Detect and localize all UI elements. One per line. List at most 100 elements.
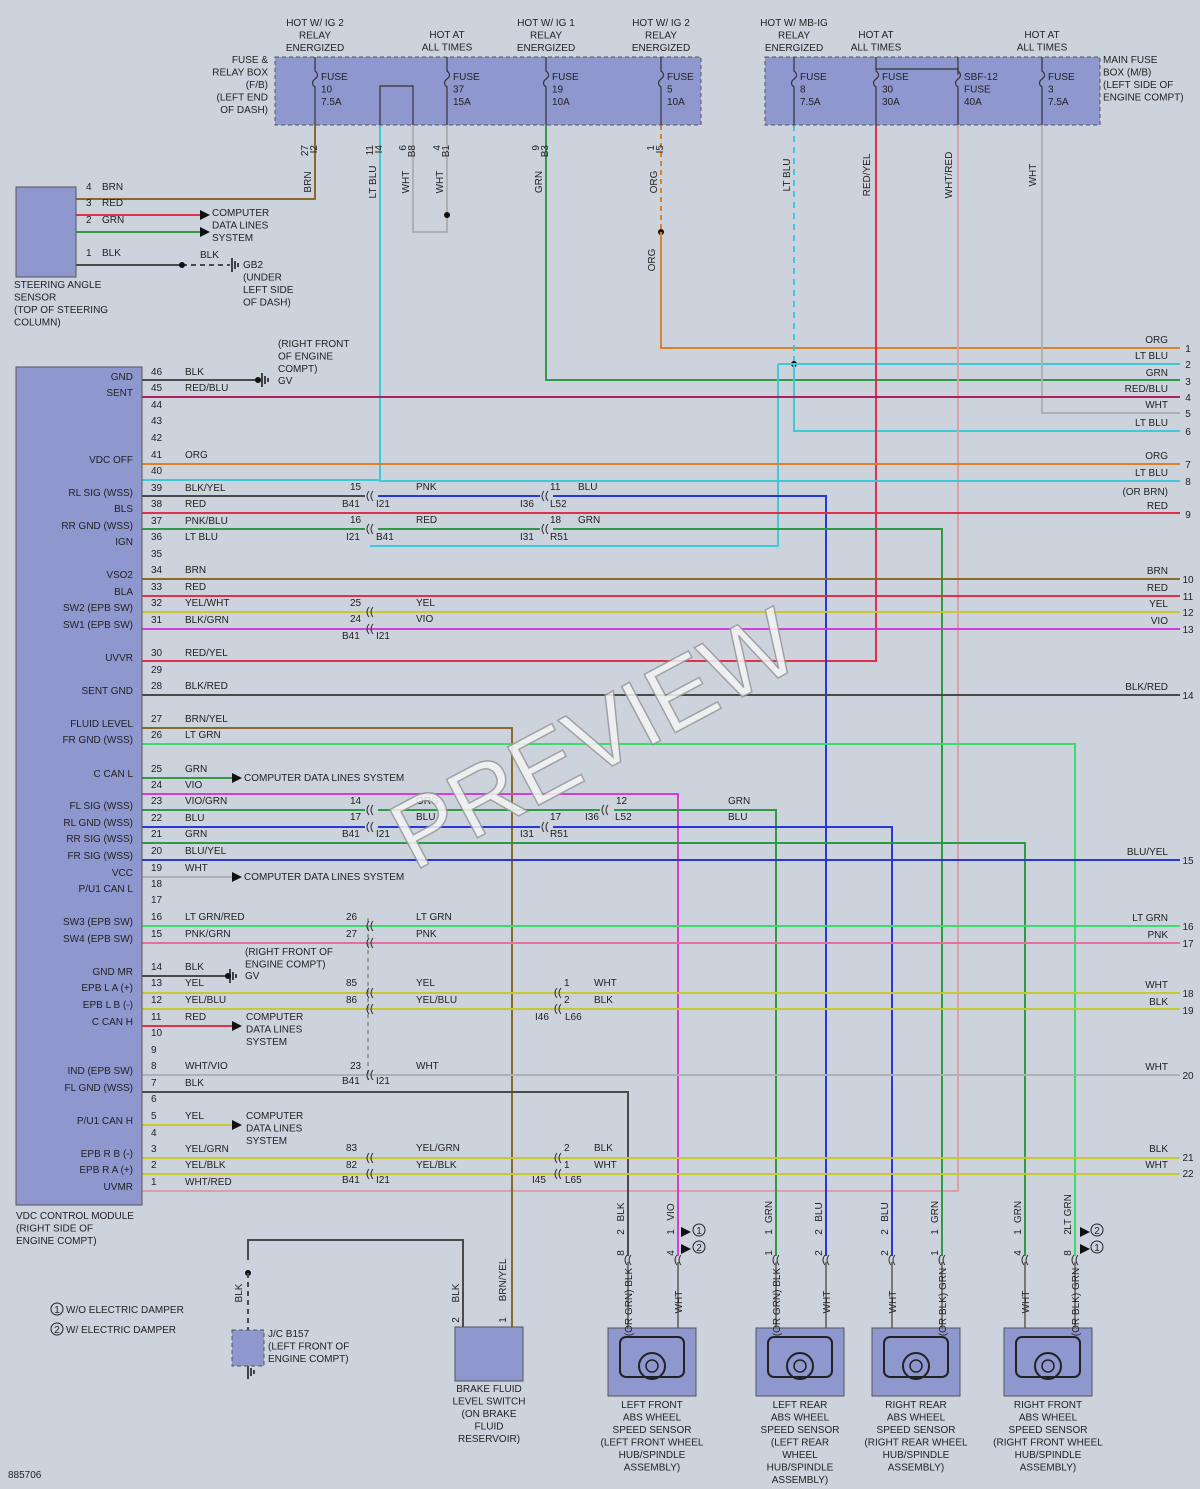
main-fuse-box-label: (LEFT SIDE OF (1103, 80, 1173, 91)
pin-number: 8 (151, 1061, 157, 1072)
fuse-label: FUSE (321, 72, 348, 83)
wire-color-label: WHT (185, 863, 208, 874)
pin-number: 43 (151, 416, 163, 427)
fuse-label: 30A (882, 97, 900, 108)
wire-color-label: GRN (1013, 1201, 1024, 1223)
steering-sensor-label: (TOP OF STEERING (14, 305, 108, 316)
data-lines-label: COMPUTER DATA LINES SYSTEM (244, 773, 404, 784)
wheel-sensor-label: HUB/SPINDLE (1015, 1450, 1082, 1461)
connector-pin: 4 (666, 1250, 677, 1256)
ref-wire-label: RED/BLU (1125, 384, 1168, 395)
label-or-brn: (OR BRN) (1122, 487, 1168, 498)
brake-switch-label: RESERVOIR) (458, 1434, 520, 1445)
pin-function: SENT GND (82, 686, 134, 697)
wire-color-label: BLU (185, 813, 204, 824)
wire-color-label: WHT/RED (185, 1177, 232, 1188)
connector-pin: 11 (550, 482, 561, 493)
junction-connector-label: ENGINE COMPT) (268, 1354, 349, 1365)
arrow-icon (681, 1244, 691, 1254)
data-lines-label: SYSTEM (246, 1037, 287, 1048)
wire-redyel-30 (142, 125, 877, 662)
pin-function: FL GND (WSS) (64, 1083, 133, 1094)
wire-ltblu-8 (379, 480, 1180, 482)
pin-number: 22 (151, 813, 163, 824)
component-layer (15, 56, 1101, 1397)
connector-id: I21 (346, 532, 360, 543)
data-lines-label: COMPUTER (212, 208, 269, 219)
connector-pin: 25 (350, 598, 362, 609)
pin-number: 12 (151, 995, 163, 1006)
connector-pin: 26 (346, 912, 358, 923)
fuse-connector-id: I2 (309, 145, 320, 154)
pin-number: 34 (151, 565, 163, 576)
connector-pin: 15 (350, 482, 362, 493)
wheel-sensor-label: HUB/SPINDLE (767, 1463, 834, 1474)
connector-pin: 85 (346, 978, 358, 989)
fuse-label: FUSE (800, 72, 827, 83)
pin-number: 2 (151, 1160, 157, 1171)
wire-color-label: LT GRN (1063, 1194, 1074, 1230)
fuse-connector-id: I4 (374, 145, 385, 154)
wire-color-label: LT GRN/RED (185, 912, 245, 923)
fuse-pin-number: 6 (398, 145, 409, 151)
ref-number: 1 (1185, 344, 1191, 355)
ground-location-label: LEFT SIDE (243, 285, 294, 296)
connector-id: B41 (342, 499, 360, 510)
fuse-icon (954, 57, 962, 125)
pin-function: SW3 (EPB SW) (63, 917, 133, 928)
fuse-header: HOT W/ IG 2 (632, 18, 690, 29)
wire-color-label: PNK/GRN (185, 929, 231, 940)
wire-color-label: BLU (814, 1202, 825, 1221)
data-lines-label: COMPUTER (246, 1012, 303, 1023)
wire-color-label: VIO (185, 780, 202, 791)
pin-function: RR GND (WSS) (61, 521, 133, 532)
ref-wire-label: WHT (1145, 980, 1168, 991)
pin-number: 17 (151, 895, 163, 906)
connector-pin: 1 (564, 978, 570, 989)
wire-org-1 (660, 232, 1180, 349)
pin-number: 5 (151, 1111, 157, 1122)
wire-color-label: PNK/BLU (185, 516, 228, 527)
connector-pin: 2 (564, 995, 570, 1006)
fuse-icon (790, 57, 798, 125)
wire-color-label: BLU (728, 812, 747, 823)
fuse-label: 30 (882, 85, 894, 96)
fuse-header: ENERGIZED (286, 43, 344, 54)
wire-color-label: ORG (416, 796, 439, 807)
connector-id: I21 (376, 499, 390, 510)
ref-wire-label: BLU/YEL (1127, 847, 1169, 858)
wire-color-label: WHT (674, 1291, 685, 1314)
ref-wire-label: BLK/RED (1125, 682, 1168, 693)
wire-color-label: WHT/RED (944, 152, 955, 199)
pin-function: EPB L B (-) (83, 1000, 133, 1011)
connector-pin: 17 (550, 812, 562, 823)
connector-icon (554, 1168, 562, 1180)
data-lines-label: DATA LINES (246, 1124, 303, 1135)
splice-dot (179, 262, 185, 268)
wire-color-label: PNK (416, 929, 437, 940)
connector-pin: 8 (1063, 1250, 1074, 1256)
image-id-label: 885706 (8, 1470, 42, 1481)
ref-number: 19 (1182, 1006, 1194, 1017)
wire-color-label: BRN/YEL (498, 1258, 509, 1301)
preview-watermark: PREVIEW (374, 588, 815, 891)
wire-color-label: BLU (416, 812, 435, 823)
wheel-sensor-label: ABS WHEEL (771, 1413, 830, 1424)
wire-color-label: LT BLU (368, 166, 379, 199)
fuse-pin-number: 9 (531, 145, 542, 151)
connector-icon (366, 920, 374, 932)
wheel-sensor-label: ABS WHEEL (623, 1413, 682, 1424)
wire-ltblu-36 (370, 364, 779, 547)
ref-number: 13 (1182, 625, 1194, 636)
wire-color-label: PNK (416, 482, 437, 493)
connector-icon (554, 987, 562, 999)
wire-color-label: ORG (647, 248, 658, 271)
option-circle-icon (692, 1240, 706, 1254)
option-number: 2 (1094, 1226, 1100, 1237)
pin-function: FR SIG (WSS) (67, 851, 133, 862)
wheel-sensor-box (755, 1327, 845, 1397)
tone-ring-icon (793, 1359, 807, 1373)
wire-color-label: YEL (416, 598, 435, 609)
ref-number: 3 (1185, 377, 1191, 388)
pin-number: 36 (151, 532, 163, 543)
